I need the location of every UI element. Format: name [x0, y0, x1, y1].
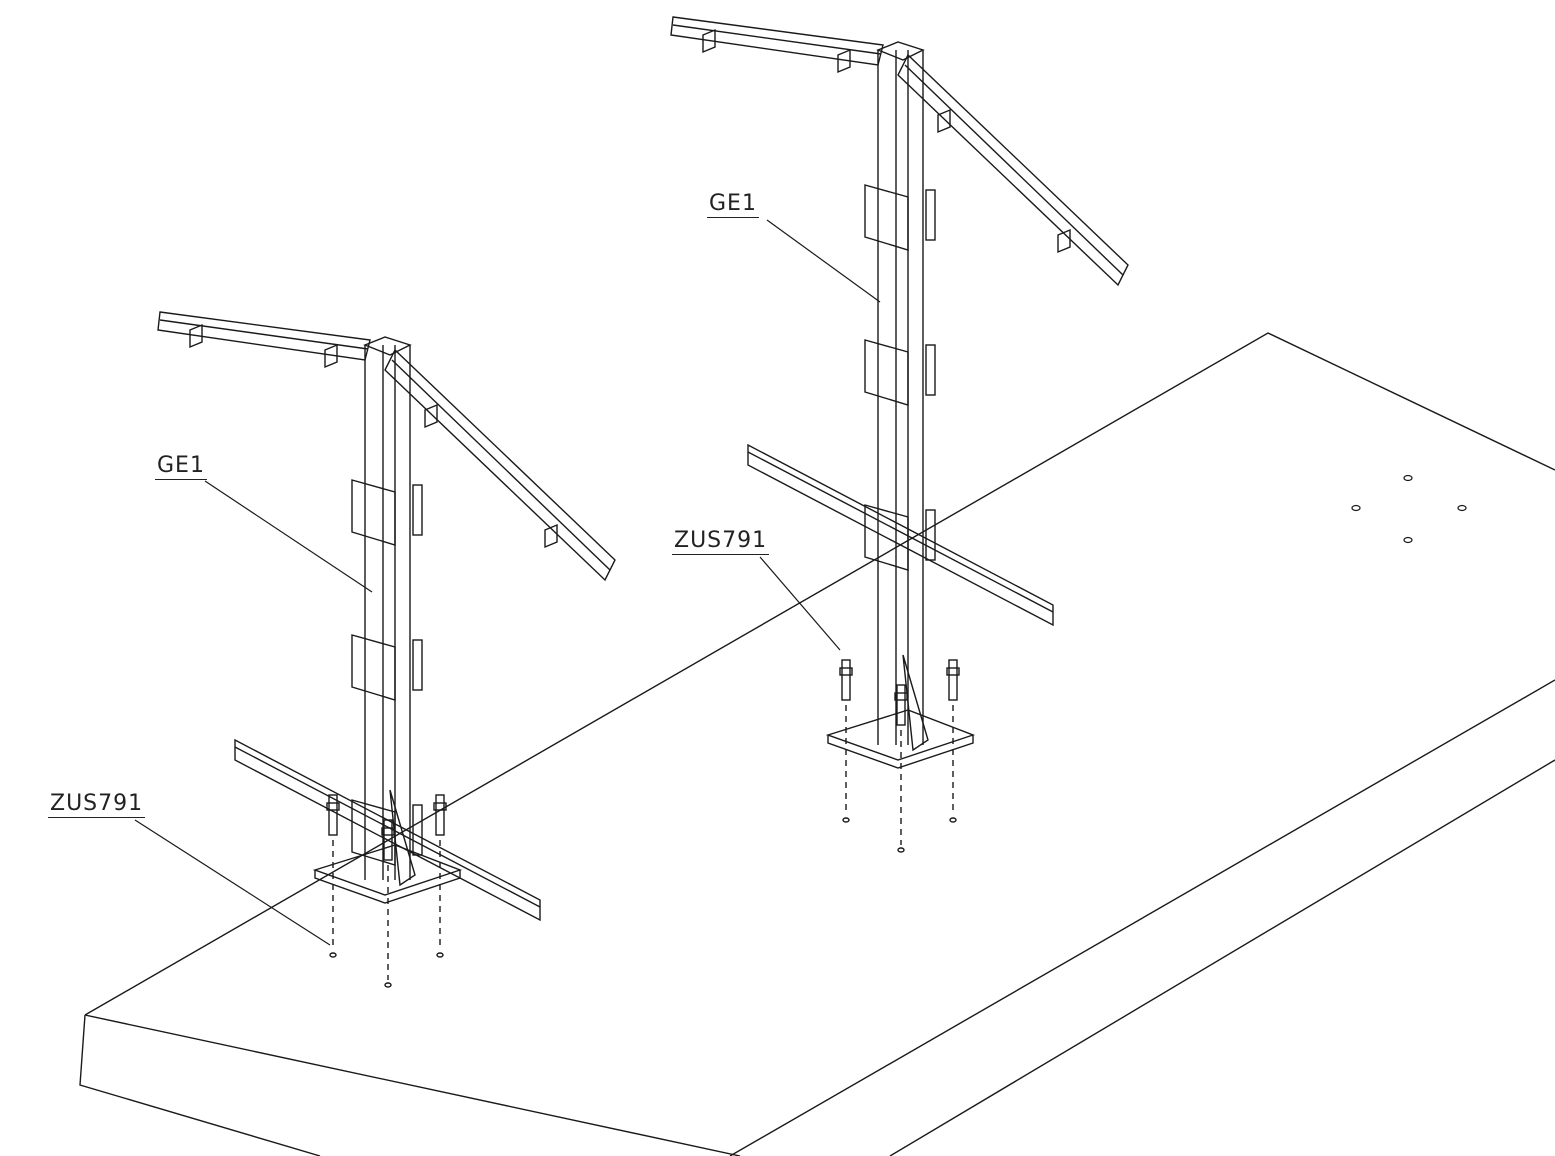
rear-plate: [925, 344, 936, 396]
post-assembly-right: [670, 16, 1129, 853]
arm-bracket: [937, 108, 951, 134]
gusset: [389, 789, 416, 887]
splice-plate: [864, 339, 909, 406]
right-arm-edge: [904, 64, 1124, 276]
splice-plate: [351, 799, 396, 866]
splice-plate: [351, 634, 396, 701]
anchor-bolt: [841, 659, 851, 701]
column-cap: [363, 336, 412, 356]
right-arm: [897, 53, 1129, 287]
rear-plate: [412, 639, 423, 691]
rear-plate: [925, 509, 936, 561]
anchor-nut: [326, 802, 340, 811]
arm-bracket: [324, 343, 338, 369]
concrete-slab: [79, 332, 1555, 1156]
arm-bracket: [702, 28, 716, 54]
rear-plate: [412, 484, 423, 536]
base-plate-edge: [827, 735, 974, 769]
rear-plate: [925, 189, 936, 241]
left-arm: [670, 16, 884, 66]
crossbar: [747, 443, 1054, 627]
right-arm-edge: [391, 359, 611, 571]
part-label-ge1-right: GE1: [707, 191, 759, 218]
arm-bracket: [837, 48, 851, 74]
arm-bracket: [544, 523, 558, 549]
anchor-bolt: [948, 659, 958, 701]
anchor-nut: [433, 802, 447, 811]
anchor-nut: [894, 692, 908, 701]
right-arm: [384, 348, 616, 582]
splice-plate: [864, 184, 909, 251]
left-arm: [157, 311, 371, 361]
part-label-ge1-left: GE1: [155, 453, 207, 480]
gusset: [902, 654, 929, 752]
part-label-zus791-right: ZUS791: [672, 528, 770, 555]
washer: [436, 952, 444, 958]
crossbar: [234, 738, 541, 922]
post-assembly-left: [157, 311, 616, 988]
left-arm-edge: [159, 319, 369, 350]
arm-bracket: [424, 403, 438, 429]
anchor-nut: [839, 667, 853, 676]
anchor-bolt: [328, 794, 338, 836]
splice-plate: [351, 479, 396, 546]
anchor-bolt: [896, 684, 906, 726]
arm-bracket: [1057, 228, 1071, 254]
part-label-zus791-left: ZUS791: [48, 791, 146, 818]
washer: [384, 982, 392, 988]
left-arm-edge: [672, 24, 882, 55]
crossbar-edge: [234, 746, 541, 908]
arm-bracket: [189, 323, 203, 349]
column-cap: [876, 41, 925, 61]
washer: [842, 817, 850, 823]
anchor-nut: [381, 827, 395, 836]
anchor-bolt: [435, 794, 445, 836]
splice-plate: [864, 504, 909, 571]
base-plate-edge: [314, 870, 461, 904]
washer: [949, 817, 957, 823]
anchor-holes: [1351, 474, 1467, 544]
washer: [897, 847, 905, 853]
washer: [329, 952, 337, 958]
rear-plate: [412, 804, 423, 856]
anchor-nut: [946, 667, 960, 676]
crossbar-edge: [747, 451, 1054, 613]
leader-lines: [134, 219, 881, 946]
anchor-bolt: [383, 819, 393, 861]
